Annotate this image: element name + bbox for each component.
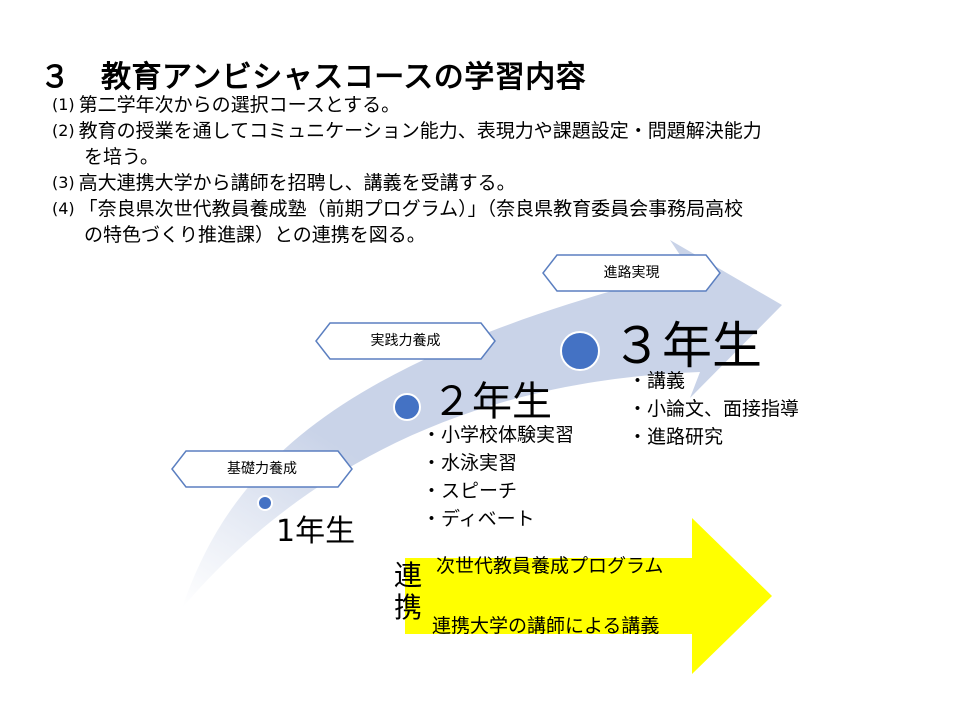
year-3-label: ３年生 xyxy=(612,317,762,375)
stage-label-2: 実践力養成 xyxy=(370,333,441,349)
collaboration-label: 連 携 xyxy=(393,559,422,624)
list-item: ・ディベート xyxy=(422,508,535,530)
list-item: ・スピーチ xyxy=(422,480,518,502)
point-4: (4) 「奈良県次世代教員養成塾（前期プログラム）」（奈良県教育委員会事務局高校 xyxy=(52,198,744,220)
point-2: (2) 教育の授業を通してコミュニケーション能力、表現力や課題設定・問題解決能力 xyxy=(52,120,762,142)
dot-year-3 xyxy=(560,331,600,371)
dot-year-1 xyxy=(257,495,273,511)
growth-arrow xyxy=(182,240,782,608)
point-1: (1) 第二学年次からの選択コースとする。 xyxy=(52,94,401,116)
year-1-label: 1年生 xyxy=(276,514,356,549)
year-3-activities: ・講義 ・小論文、面接指導 ・進路研究 xyxy=(628,367,799,451)
point-3: (3) 高大連携大学から講師を招聘し、講義を受講する。 xyxy=(52,172,516,194)
program-next-gen: 次世代教員養成プログラム xyxy=(436,555,664,577)
page-title: ３ 教育アンビシャスコースの学習内容 xyxy=(40,60,587,95)
year-2-label: ２年生 xyxy=(432,379,552,425)
point-2-cont: を培う。 xyxy=(84,146,159,168)
dot-year-2 xyxy=(393,393,421,421)
list-item: ・水泳実習 xyxy=(422,452,518,474)
point-4-cont: の特色づくり推進課）との連携を図る。 xyxy=(84,224,426,246)
collaboration-arrow xyxy=(405,518,772,674)
year-2-activities: ・小学校体験実習 ・水泳実習 ・スピーチ ・ディベート xyxy=(422,421,574,533)
banner-shape-2 xyxy=(315,322,496,360)
list-item: ・小学校体験実習 xyxy=(422,424,575,446)
banner-shape-1 xyxy=(171,450,353,488)
points-list: (1) 第二学年次からの選択コースとする。 (2) 教育の授業を通してコミュニケ… xyxy=(52,92,932,248)
list-item: ・進路研究 xyxy=(628,426,724,448)
list-item: ・講義 xyxy=(628,370,686,392)
stage-label-3: 進路実現 xyxy=(603,265,660,281)
list-item: ・小論文、面接指導 xyxy=(628,398,800,420)
program-university-lecture: 連携大学の講師による講義 xyxy=(432,615,660,637)
banner-shape-3 xyxy=(542,254,721,292)
stage-label-1: 基礎力養成 xyxy=(227,461,297,477)
